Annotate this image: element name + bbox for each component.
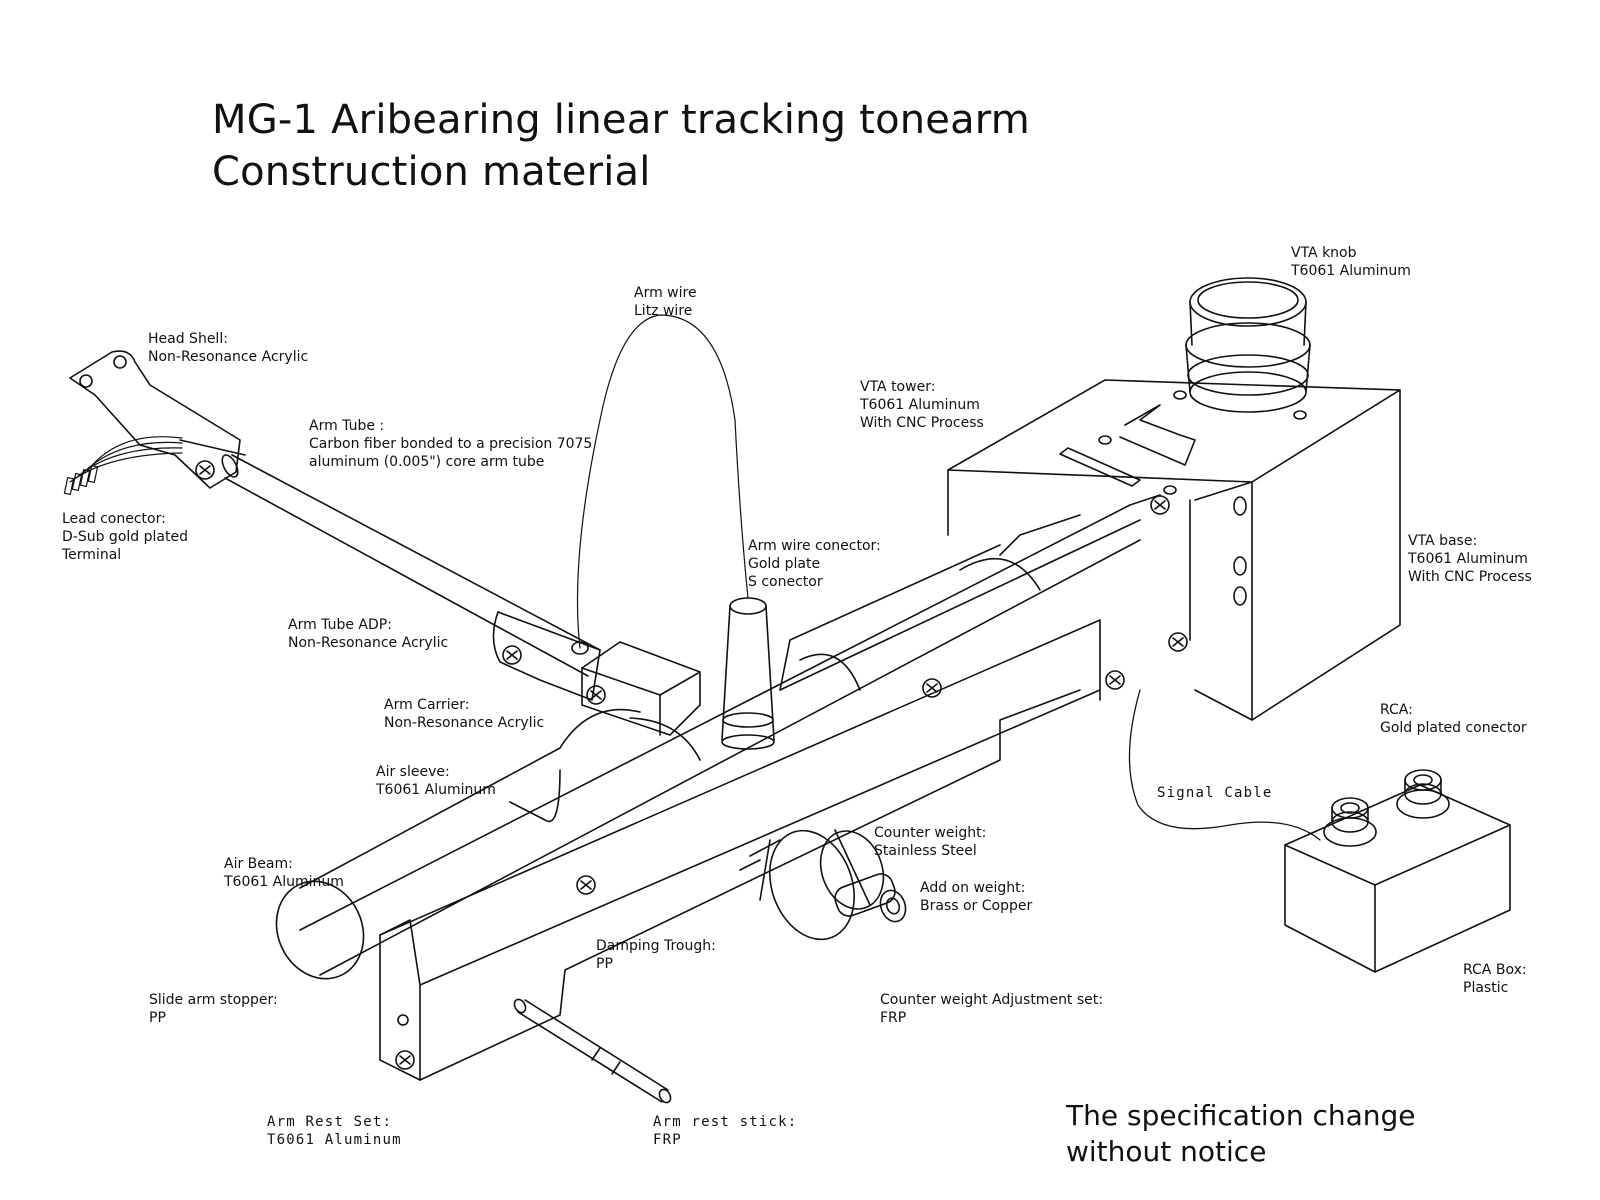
- arm-carrier: [581, 641, 701, 736]
- vta-base: [1194, 481, 1253, 606]
- slide-arm-stopper: [275, 880, 365, 980]
- arm-tube: [221, 454, 601, 677]
- arm-tube-adp: [492, 611, 601, 701]
- label-arm-wire: Arm wire Litz wire: [634, 285, 697, 319]
- label-add-on-weight: Add on weight: Brass or Copper: [920, 880, 1033, 914]
- label-rca: RCA: Gold plated conector: [1380, 702, 1527, 736]
- arm-wire: [576, 314, 749, 649]
- label-rca-box: RCA Box: Plastic: [1463, 962, 1527, 996]
- damping-trough: [379, 619, 1101, 1081]
- arm-wire-connector: [721, 597, 775, 750]
- label-slide-arm-stopper: Slide arm stopper: PP: [149, 992, 278, 1026]
- label-counter-weight: Counter weight: Stainless Steel: [874, 825, 987, 859]
- add-on-weight: [834, 873, 896, 917]
- vta-knob: [1185, 277, 1311, 413]
- air-beam: [275, 494, 1161, 980]
- label-vta-knob: VTA knob T6061 Aluminum: [1291, 245, 1411, 279]
- label-arm-wire-connector: Arm wire conector: Gold plate S conector: [748, 538, 881, 590]
- lead-wires: [63, 436, 183, 496]
- label-vta-base: VTA base: T6061 Aluminum With CNC Proces…: [1408, 533, 1532, 585]
- head-shell: [69, 350, 246, 489]
- label-air-sleeve: Air sleeve: T6061 Aluminum: [376, 764, 496, 798]
- label-arm-carrier: Arm Carrier: Non-Resonance Acrylic: [384, 697, 545, 731]
- diagram-title-line1: MG-1 Aribearing linear tracking tonearm: [212, 97, 1030, 143]
- label-damping-trough: Damping Trough: PP: [596, 938, 716, 972]
- arm-rest-stick: [513, 998, 672, 1104]
- label-arm-tube-adp: Arm Tube ADP: Non-Resonance Acrylic: [288, 617, 449, 651]
- vta-tower: [947, 379, 1401, 721]
- label-air-beam: Air Beam: T6061 Aluminum: [224, 856, 344, 890]
- air-sleeve: [629, 557, 1041, 761]
- label-lead-connector: Lead conector: D-Sub gold plated Termina…: [62, 511, 188, 563]
- specification-notice: The specification change without notice: [1066, 1099, 1416, 1168]
- rca-box: [1284, 769, 1511, 973]
- label-arm-rest-stick: Arm rest stick: FRP: [653, 1114, 798, 1148]
- label-head-shell: Head Shell: Non-Resonance Acrylic: [148, 331, 309, 365]
- headshell-screw-icon: [195, 460, 215, 480]
- label-counter-weight-adjustment: Counter weight Adjustment set: FRP: [880, 992, 1103, 1026]
- label-vta-tower: VTA tower: T6061 Aluminum With CNC Proce…: [860, 379, 984, 431]
- diagram-title-line2: Construction material: [212, 149, 651, 195]
- label-arm-tube: Arm Tube : Carbon fiber bonded to a prec…: [309, 418, 593, 470]
- signal-cable: [1128, 689, 1321, 841]
- label-arm-rest-set: Arm Rest Set: T6061 Aluminum: [267, 1114, 402, 1148]
- counter-weight: [739, 829, 907, 941]
- label-signal-cable: Signal Cable: [1157, 785, 1273, 801]
